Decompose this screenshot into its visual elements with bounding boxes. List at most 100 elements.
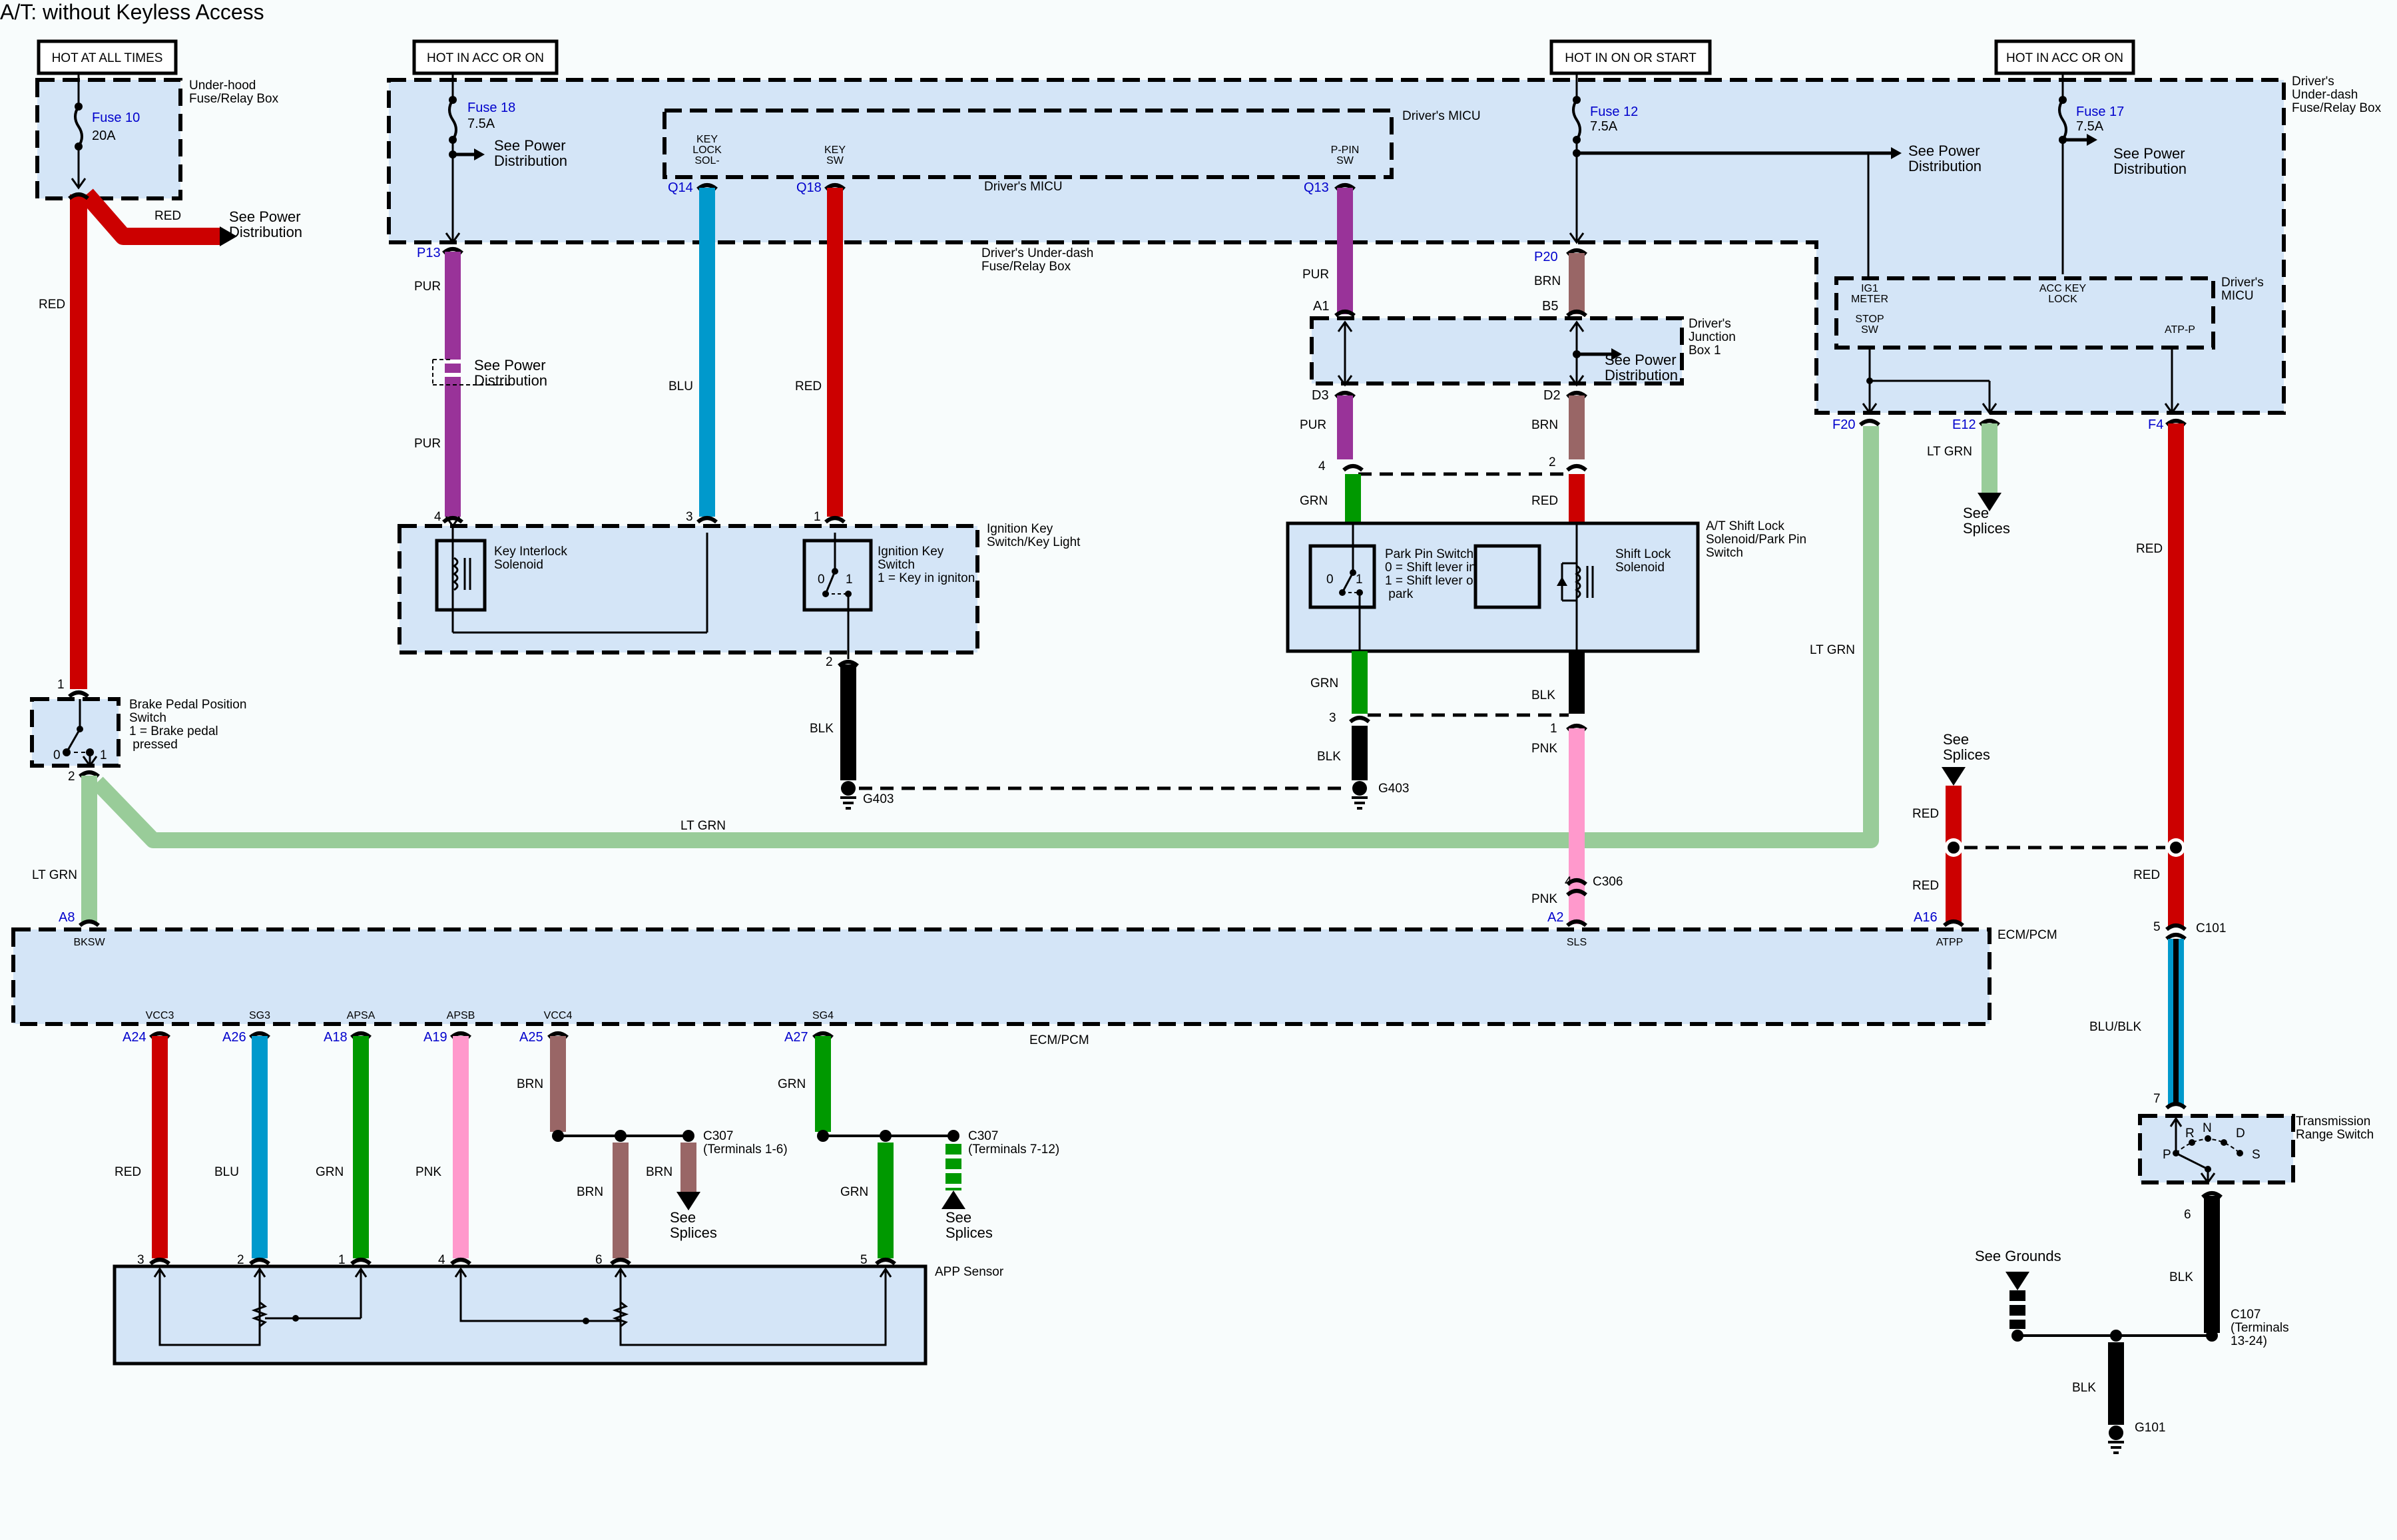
terminal-cap (1943, 919, 1964, 927)
fuse-10-rating: 20A (92, 128, 116, 143)
wire-label-lt-grn: LT GRN (32, 868, 77, 882)
junction-dot (2059, 136, 2067, 144)
hot-label-box (1994, 39, 2135, 75)
wire-label-brn: BRN (577, 1185, 603, 1199)
terminal-f20: F20 (1832, 417, 1855, 432)
ground-g403: G403 (863, 792, 894, 806)
wire-label-red: RED (2133, 868, 2160, 882)
pin-number: 5 (860, 1253, 868, 1267)
splice-dot (2110, 1330, 2122, 1342)
fuse-12-arrow-head (1569, 232, 1585, 244)
terminal-q13: Q13 (1304, 180, 1329, 195)
diagram-title: A/T: without Keyless Access (0, 0, 264, 24)
wire-label-grn: GRN (1310, 676, 1338, 690)
trs-wiper (2178, 1153, 2209, 1170)
wire-label-pur: PUR (414, 280, 441, 294)
fuse-18-rating: 7.5A (467, 117, 495, 131)
splice-dot (552, 1130, 564, 1142)
connector-c307-1-6: C307(Terminals 1-6) (703, 1129, 788, 1156)
pin-number: 5 (2153, 920, 2161, 934)
fuse-18-arrow-head (445, 232, 461, 244)
pin-number: 1 (814, 510, 821, 524)
splice-dot (615, 1130, 627, 1142)
ecm-pcm-label: ECM/PCM (1998, 928, 2057, 942)
wire-label: BLU (214, 1165, 239, 1179)
switch-pos-0: 0 (53, 748, 61, 762)
polyline (1337, 320, 1353, 332)
pin-number: 2 (68, 770, 75, 784)
wire-label-blk: BLK (2169, 1270, 2193, 1284)
terminal-d2: D2 (1543, 388, 1561, 403)
drivers-micu-2-box (1834, 276, 2215, 350)
hot-in-acc-or-on-label: HOT IN ACC OR ON (427, 51, 544, 65)
wire-label-red: RED (1912, 807, 1939, 821)
wire-break (445, 360, 461, 364)
stop-sw-arrow-head (1862, 403, 1878, 415)
pin-number: 4 (438, 1253, 445, 1267)
transmission-range-switch (2138, 1114, 2295, 1184)
wire-label-pur: PUR (1300, 418, 1326, 432)
terminal-cap (1566, 464, 1587, 472)
terminal-a1: A1 (1313, 299, 1329, 314)
terminal-a27: A27 (784, 1030, 808, 1045)
shift-lock-solenoid (1473, 544, 1541, 609)
terminal-b5: B5 (1542, 299, 1558, 314)
sensor-circuit (459, 1269, 621, 1322)
see-splices-arrow-icon (1978, 493, 2001, 511)
hot-label-box (37, 39, 178, 75)
hot-at-all-times-label: HOT AT ALL TIMES (52, 51, 163, 65)
arrow-right-icon (1891, 147, 1902, 159)
app-sensor-label: APP Sensor (935, 1265, 1004, 1279)
park-pin-switch (1308, 544, 1376, 609)
fuse-10-icon (74, 105, 83, 148)
terminal-p20: P20 (1534, 250, 1558, 264)
wire-label-blk: BLK (1317, 750, 1341, 764)
switch-blade (824, 571, 836, 595)
fuse-12-name: Fuse 12 (1590, 105, 1638, 119)
wire-label-red: RED (795, 380, 822, 393)
pin-number: 2 (826, 655, 833, 669)
terminal-a18: A18 (324, 1030, 348, 1045)
wire-label-lt-grn: LT GRN (680, 819, 726, 833)
terminal-cap (2165, 1102, 2187, 1110)
ecm-pin-sg4: SG4 (812, 1010, 834, 1021)
terminal-cap (79, 770, 100, 778)
polyline (1337, 375, 1353, 387)
terminal-cap (1349, 716, 1370, 724)
hot-label-box (1549, 39, 1712, 75)
wire-label-brn: BRN (517, 1077, 543, 1091)
ground-g403-icon (1352, 781, 1367, 796)
wire-label-grn: GRN (778, 1077, 806, 1091)
terminal-cap (610, 1258, 631, 1266)
wire-label-red: RED (39, 298, 65, 312)
wire-label-red: RED (2136, 542, 2163, 556)
trs-pos-s: S (2252, 1148, 2261, 1162)
trs-pos-p: P (2163, 1148, 2171, 1162)
wire-label-lt-grn: LT GRN (1810, 643, 1855, 657)
pin-number: 2 (237, 1253, 244, 1267)
trs-arc (2175, 1139, 2241, 1154)
see-grounds: See Grounds (1975, 1248, 2061, 1264)
brake-pedal-switch (30, 697, 121, 768)
ecm-pcm-box (11, 927, 1992, 1026)
fuse-18-name: Fuse 18 (467, 101, 515, 115)
switch-pos-0: 0 (818, 573, 825, 587)
arrow-right-icon (220, 226, 237, 246)
terminal-e12: E12 (1952, 417, 1976, 432)
pin-number: 4 (434, 510, 441, 524)
ecm-pin-apsb: APSB (447, 1010, 475, 1021)
terminal-a19: A19 (423, 1030, 447, 1045)
